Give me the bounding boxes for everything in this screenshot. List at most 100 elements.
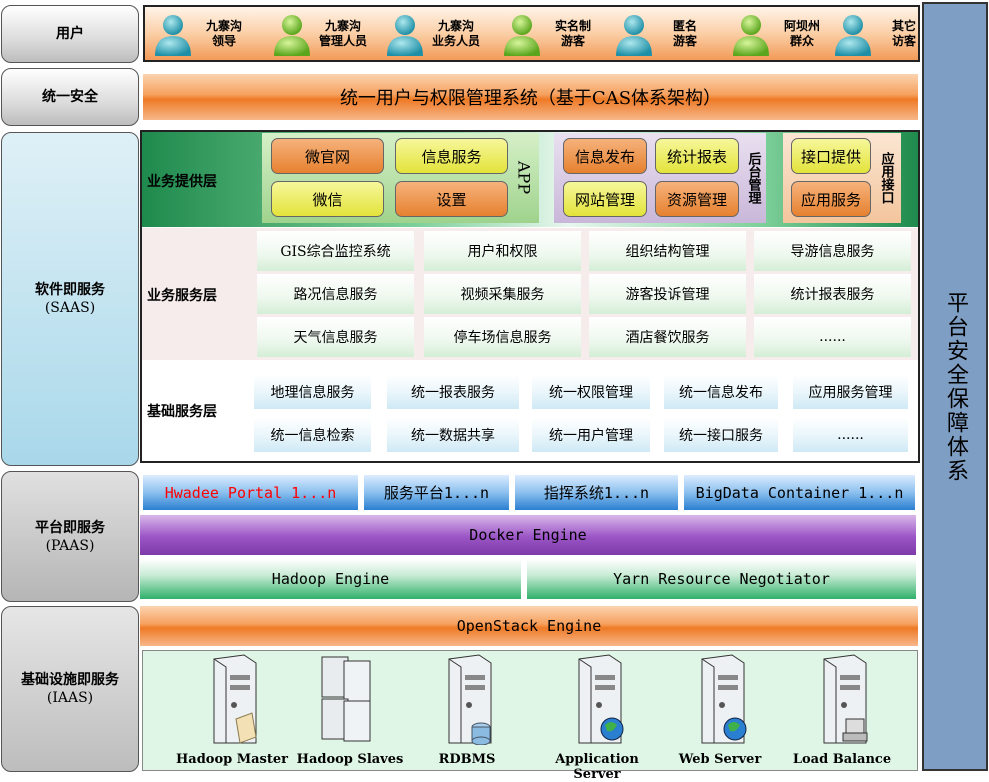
base-service-label: 基础服务层 [147, 404, 217, 420]
server-icon [810, 653, 874, 745]
paas-label: 平台即服务 [35, 519, 105, 536]
service-cell: 路况信息服务 [257, 274, 414, 314]
user-role-label: 其它访客 [891, 18, 916, 48]
user-role-label: 九寨沟业务人员 [431, 18, 480, 48]
user-role-label: 九寨沟领导 [205, 18, 242, 48]
service-cell: 天气信息服务 [257, 317, 414, 357]
person-icon [729, 12, 773, 56]
service-cell: 用户和权限 [424, 231, 581, 271]
paas-bigdata-container: BigData Container 1...n [684, 475, 915, 510]
backend-statistics[interactable]: 统计报表 [655, 138, 739, 174]
base-service-cell: ...... [793, 418, 908, 452]
paas-bigdata-container-label: BigData Container 1...n [695, 483, 904, 502]
person-icon [500, 12, 544, 56]
server-icon [200, 653, 264, 745]
user-role-label: 实名制游客 [554, 18, 591, 48]
user-role-3: 实名制游客 [500, 7, 602, 60]
user-role-1: 九寨沟管理人员 [270, 7, 372, 60]
paas-portal-label: Hwadee Portal 1...n [164, 483, 337, 502]
base-service-cell: 统一数据共享 [387, 418, 519, 452]
base-service-cell: 统一权限管理 [532, 375, 650, 409]
security-label: 统一安全 [42, 89, 98, 105]
docker-engine-bar: Docker Engine [140, 515, 916, 555]
saas-label-abbr: (SAAS) [44, 300, 96, 316]
iaas-label-box: 基础设施即服务 (IAAS) [1, 606, 139, 772]
saas-label: 软件即服务 [35, 282, 105, 298]
backend-resources[interactable]: 资源管理 [655, 181, 739, 217]
hadoop-engine-bar: Hadoop Engine [140, 559, 521, 599]
service-cell: ...... [754, 317, 911, 357]
paas-portal: Hwadee Portal 1...n [143, 475, 358, 510]
service-cell: 视频采集服务 [424, 274, 581, 314]
security-assurance-label: 平台安全保障体系 [943, 290, 968, 483]
user-role-6: 其它访客 [831, 7, 933, 60]
users-label-box: 用户 [1, 5, 139, 63]
user-role-label: 匿名游客 [672, 18, 697, 48]
server-icon [318, 653, 382, 745]
hadoop-engine-label: Hadoop Engine [271, 570, 390, 588]
business-provision-label: 业务提供层 [147, 174, 217, 190]
person-icon [151, 12, 195, 56]
server-icon [688, 653, 752, 745]
server-area [142, 650, 918, 771]
user-role-0: 九寨沟领导 [151, 7, 253, 60]
service-cell: 酒店餐饮服务 [589, 317, 746, 357]
app-info-service[interactable]: 信息服务 [395, 138, 508, 174]
base-service-cell: 统一信息发布 [664, 375, 778, 409]
service-cell: GIS综合监控系统 [257, 231, 414, 271]
person-icon [383, 12, 427, 56]
paas-command-system-label: 指挥系统1...n [543, 484, 650, 502]
paas-command-system: 指挥系统1...n [515, 475, 678, 510]
server-caption: Web Server [678, 752, 762, 767]
app-settings[interactable]: 设置 [395, 181, 508, 217]
yarn-label: Yarn Resource Negotiator [613, 570, 830, 588]
app-wechat[interactable]: 微信 [271, 181, 384, 217]
user-strip: 九寨沟领导 九寨沟管理人员 九寨沟业务人员 实名制游客 匿名游客 阿坝州群众 其它访客 [143, 5, 920, 62]
paas-service-platform: 服务平台1...n [364, 475, 509, 510]
server-caption: RDBMS [438, 752, 496, 767]
user-role-2: 九寨沟业务人员 [383, 7, 485, 60]
service-cell: 游客投诉管理 [589, 274, 746, 314]
user-role-label: 九寨沟管理人员 [318, 18, 367, 48]
api-provide[interactable]: 接口提供 [791, 138, 871, 174]
business-service-label: 业务服务层 [147, 288, 217, 304]
user-role-4: 匿名游客 [612, 7, 714, 60]
openstack-bar: OpenStack Engine [140, 606, 918, 646]
api-app-service[interactable]: 应用服务 [791, 181, 871, 217]
base-service-cell: 地理信息服务 [254, 375, 371, 409]
paas-label-box: 平台即服务 (PAAS) [1, 471, 139, 602]
cas-security-label: 统一用户与权限管理系统（基于CAS体系架构） [339, 88, 722, 109]
service-cell: 组织结构管理 [589, 231, 746, 271]
server-caption: Hadoop Master [175, 752, 288, 767]
backend-publish[interactable]: 信息发布 [563, 138, 647, 174]
users-label: 用户 [56, 26, 84, 42]
paas-service-platform-label: 服务平台1...n [383, 484, 490, 502]
iaas-label-abbr: (IAAS) [46, 690, 94, 706]
paas-label-abbr: (PAAS) [45, 537, 95, 554]
backend-website[interactable]: 网站管理 [563, 181, 647, 217]
server-caption: Application Server [555, 752, 639, 782]
base-service-cell: 统一信息检索 [254, 418, 371, 452]
service-cell: 停车场信息服务 [424, 317, 581, 357]
server-caption: Load Balance [792, 752, 892, 767]
security-assurance-column: 平台安全保障体系 [922, 2, 988, 771]
iaas-label: 基础设施即服务 [21, 672, 119, 688]
backend-group-label: 后台管理 [745, 152, 761, 204]
person-icon [831, 12, 875, 56]
app-micro-site[interactable]: 微官网 [271, 138, 384, 174]
person-icon [270, 12, 314, 56]
server-icon [565, 653, 629, 745]
cas-security-bar: 统一用户与权限管理系统（基于CAS体系架构） [143, 74, 918, 120]
yarn-bar: Yarn Resource Negotiator [527, 559, 916, 599]
app-group-label: APP [514, 161, 534, 195]
service-cell: 统计报表服务 [754, 274, 911, 314]
base-service-cell: 统一报表服务 [387, 375, 519, 409]
server-caption: Hadoop Slaves [296, 752, 404, 767]
saas-label-box: 软件即服务 (SAAS) [1, 132, 139, 466]
person-icon [612, 12, 656, 56]
user-role-5: 阿坝州群众 [729, 7, 831, 60]
docker-engine-label: Docker Engine [469, 526, 587, 544]
openstack-label: OpenStack Engine [456, 617, 602, 635]
base-service-cell: 统一接口服务 [664, 418, 778, 452]
server-icon [435, 653, 499, 746]
